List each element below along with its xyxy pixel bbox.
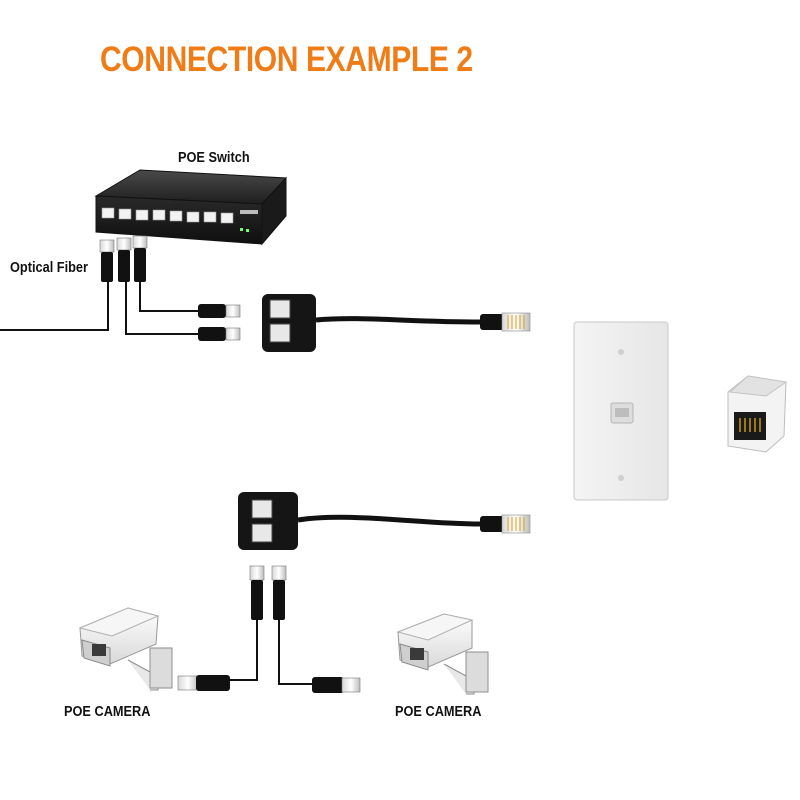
top-splitter-inputs bbox=[198, 304, 241, 341]
switch-led bbox=[240, 228, 243, 231]
switch-brand-mark bbox=[240, 210, 258, 214]
diagram-title: CONNECTION EXAMPLE 2 bbox=[100, 40, 473, 79]
poe-switch bbox=[94, 169, 288, 246]
poe-camera-right-label: POE CAMERA bbox=[395, 704, 482, 720]
poe-switch-label: POE Switch bbox=[178, 150, 250, 166]
poe-camera-left bbox=[78, 607, 173, 691]
poe-camera-right bbox=[396, 613, 489, 695]
keystone-coupler bbox=[727, 375, 788, 453]
poe-camera-left-label: POE CAMERA bbox=[64, 704, 151, 720]
optical-fiber-label: Optical Fiber bbox=[10, 260, 89, 276]
wall-plate bbox=[573, 321, 669, 501]
bottom-rj45-splitter bbox=[238, 492, 531, 550]
switch-led bbox=[246, 229, 249, 232]
top-rj45-splitter bbox=[262, 294, 531, 352]
switch-cables bbox=[0, 280, 200, 335]
camera-cables bbox=[177, 565, 361, 693]
switch-ports bbox=[101, 207, 234, 224]
switch-plugs bbox=[99, 235, 148, 282]
